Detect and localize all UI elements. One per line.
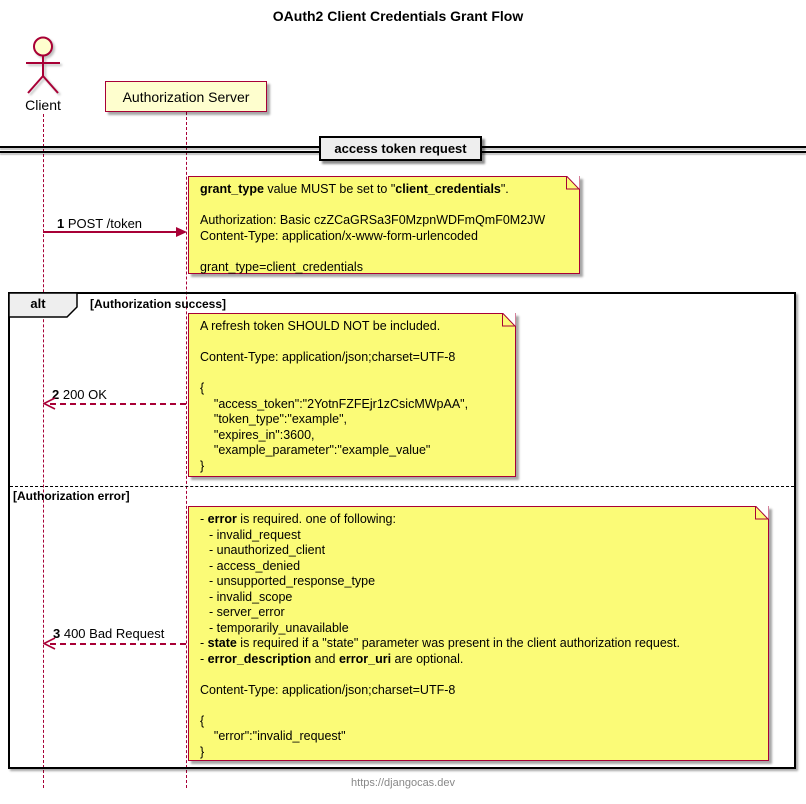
- arrowhead-right-icon: [176, 227, 187, 237]
- note-error-response: - error is required. one of following: -…: [188, 506, 769, 761]
- note-json-line: }: [200, 458, 205, 473]
- message-1-label: 1 POST /token: [57, 216, 143, 231]
- note-fold-icon: [566, 176, 580, 190]
- message-2-label: 2 200 OK: [52, 387, 107, 402]
- note-blank-line: [200, 698, 760, 714]
- auth-server-lifeline: [186, 112, 187, 788]
- note-line: A refresh token SHOULD NOT be included.: [200, 319, 441, 333]
- note-line: - error_description and error_uri are op…: [200, 651, 464, 666]
- message-3-arrow: [50, 643, 186, 645]
- note-blank-line: [200, 198, 571, 214]
- note-json-line: "error":"invalid_request": [200, 729, 346, 743]
- note-line: Content-Type: application/json;charset=U…: [200, 682, 456, 697]
- divider-label-box: access token request: [319, 136, 482, 161]
- page-title: OAuth2 Client Credentials Grant Flow: [272, 8, 524, 24]
- note-fold-icon: [502, 313, 516, 327]
- alt-fragment: [8, 292, 796, 769]
- message-2-arrow: [50, 403, 186, 405]
- arrowhead-left-icon: [43, 397, 56, 410]
- note-error-code: - access_denied: [209, 558, 301, 573]
- note-json-line: {: [200, 381, 205, 395]
- client-actor-icon: [26, 36, 60, 94]
- message-3-label: 3 400 Bad Request: [53, 626, 165, 641]
- alt-operator-pentagon: [8, 292, 78, 318]
- alt-operator-label: alt: [30, 296, 46, 311]
- auth-server-participant: Authorization Server: [105, 81, 267, 112]
- note-blank-line: [200, 244, 571, 260]
- note-json-line: "example_parameter":"example_value": [200, 443, 431, 457]
- note-line: grant_type=client_credentials: [200, 259, 363, 274]
- divider-label: access token request: [334, 141, 467, 156]
- alt-condition-success: [Authorization success]: [90, 297, 227, 311]
- note-error-code: - temporarily_unavailable: [209, 620, 349, 635]
- note-blank-line: [200, 366, 507, 382]
- alt-separator: [10, 486, 794, 487]
- arrowhead-left-icon: [43, 637, 56, 650]
- client-label: Client: [25, 97, 61, 113]
- note-json-line: {: [200, 713, 205, 728]
- note-token-request: grant_type value MUST be set to "client_…: [188, 176, 580, 274]
- client-lifeline: [43, 114, 44, 788]
- auth-server-label: Authorization Server: [122, 88, 250, 105]
- note-line: - state is required if a "state" paramet…: [200, 636, 680, 650]
- message-1-arrow: [43, 231, 178, 233]
- note-blank-line: [200, 335, 507, 351]
- note-success-response: A refresh token SHOULD NOT be included. …: [188, 313, 516, 477]
- note-error-code: - server_error: [209, 605, 285, 619]
- note-blank-line: [200, 667, 760, 683]
- note-line: Authorization: Basic czZCaGRSa3F0MzpnWDF…: [200, 213, 546, 227]
- note-json-line: "token_type":"example",: [200, 412, 347, 426]
- note-line: - error is required. one of following:: [200, 512, 396, 526]
- note-json-line: "access_token":"2YotnFZFEjr1zCsicMWpAA",: [200, 396, 469, 411]
- alt-condition-error: [Authorization error]: [13, 489, 130, 503]
- note-error-code: - unsupported_response_type: [209, 574, 376, 588]
- note-json-line: }: [200, 744, 205, 759]
- note-line: Content-Type: application/json;charset=U…: [200, 350, 456, 364]
- note-line: Content-Type: application/x-www-form-url…: [200, 228, 478, 243]
- note-line: grant_type value MUST be set to "client_…: [200, 182, 509, 196]
- note-json-line: "expires_in":3600,: [200, 427, 315, 442]
- note-error-code: - unauthorized_client: [209, 543, 326, 557]
- note-fold-icon: [755, 506, 769, 520]
- note-error-code: - invalid_scope: [209, 589, 293, 604]
- note-error-code: - invalid_request: [209, 527, 301, 542]
- footer-url: https://djangocas.dev: [351, 777, 455, 789]
